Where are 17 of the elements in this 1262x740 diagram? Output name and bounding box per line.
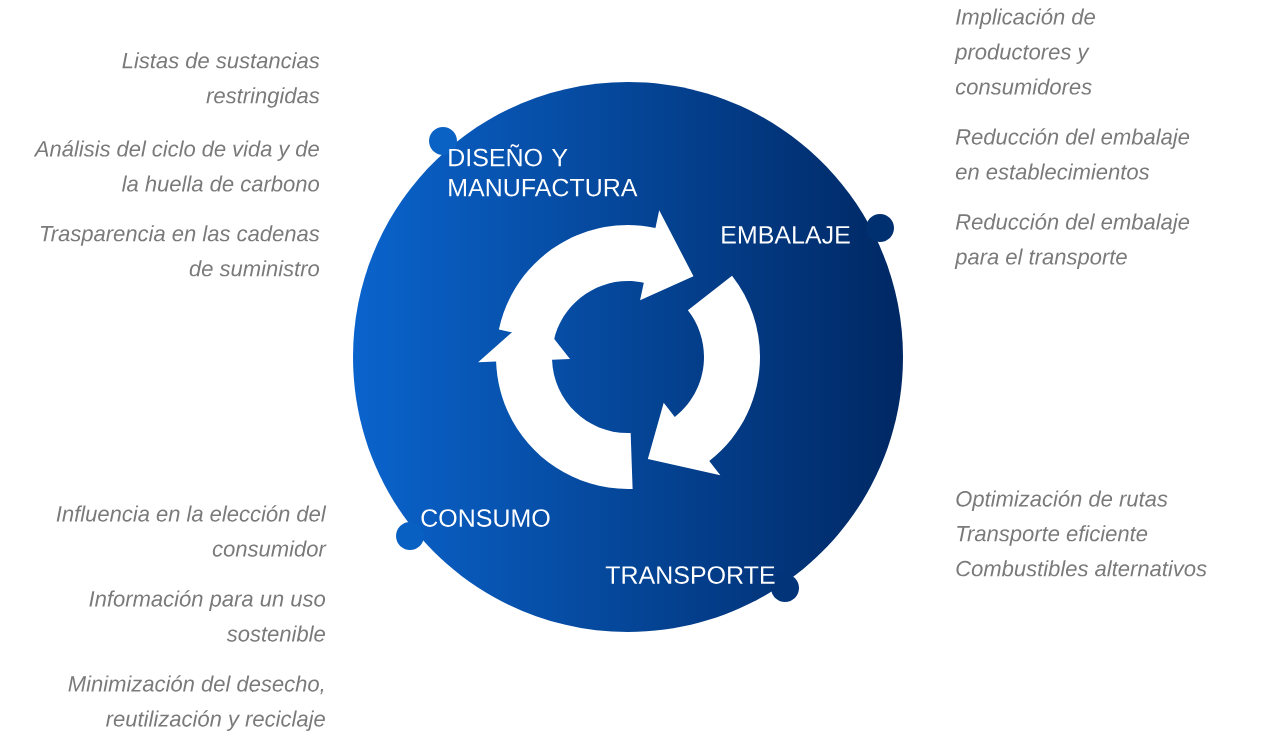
side-note: Análisis del ciclo de vida y de la huella de carbono — [33, 140, 320, 192]
side-note: Reducción del embalaje en establecimientos — [955, 128, 1190, 180]
side-note: Reducción del embalaje para el transporte — [954, 213, 1190, 269]
side-note: Influencia en la elección del consumidor — [56, 505, 327, 557]
stage-label: DISEÑO Y MANUFACTURA — [449, 144, 638, 197]
side-note: Combustibles alternativos — [956, 560, 1207, 577]
side-note: Información para un uso sostenible — [89, 590, 326, 642]
circle-background — [396, 127, 894, 602]
side-note: Transporte eficiente — [957, 525, 1148, 546]
side-note: Implicación de productores y consumidores — [954, 8, 1095, 95]
side-note: Optimización de rutas — [956, 490, 1168, 511]
stage-label: EMBALAJE — [722, 226, 850, 244]
side-note: Listas de sustancias restringidas — [122, 52, 320, 108]
stage-label: CONSUMO — [421, 509, 550, 527]
stage-label: TRANSPORTE — [605, 566, 775, 584]
side-note: Minimización del desecho, reutilización y reciclaje — [68, 675, 325, 731]
side-note: Trasparencia en las cadenas de suministro — [40, 225, 320, 277]
